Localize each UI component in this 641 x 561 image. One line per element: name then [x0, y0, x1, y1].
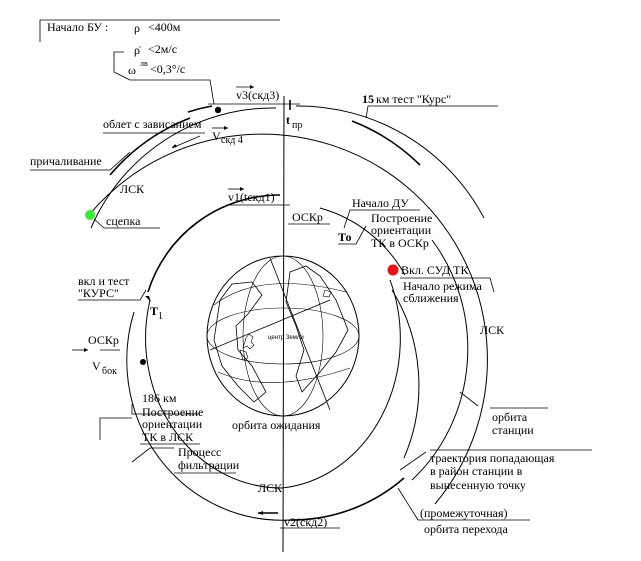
v3-label: v3(скд3) [236, 88, 279, 102]
flyaround-label: облет с зависанием [103, 117, 202, 131]
v2-group: v2(скд2) [258, 511, 340, 529]
start-du-label: Начало ДУ [352, 196, 409, 210]
rho-condition: <400м [148, 20, 181, 34]
build2-line3: ТК в ЛСК [142, 430, 194, 444]
station-orbit-group: орбита станции [459, 391, 548, 437]
station-point-marker [214, 106, 222, 114]
tpr-subscript: пр [292, 120, 302, 131]
sud-group: Вкл. СУД ТК Начало режима сближения [387, 263, 495, 305]
v3-label-group: v3(скд3) [208, 85, 300, 105]
trajectory-line3: вынесенную точку [430, 478, 526, 492]
filter-line2: фильтрации [178, 458, 240, 472]
mooring-label: причаливание [30, 154, 102, 168]
sud-on-label: Вкл. СУД ТК [401, 263, 469, 277]
transfer-orbit-group: (промежуточная) орбита перехода [397, 487, 530, 536]
side-point-marker [140, 359, 146, 365]
vbok-subscript: бок [102, 366, 117, 377]
outer-station-orbit [88, 105, 488, 505]
kurs-group: вкл и тест "КУРС" [78, 274, 147, 301]
docking-point-marker [85, 210, 95, 220]
kurs-line2: "КУРС" [78, 286, 119, 300]
waiting-orbit-label: орбита ожидания [232, 418, 321, 432]
osk-left-label: ОСКр [88, 333, 119, 347]
v1-label: v1(tскд1) [228, 190, 275, 204]
osk-top-label: ОСКр [292, 210, 323, 224]
vskd4-subscript: скд 4 [221, 135, 243, 146]
build1-line2: ориентации [371, 223, 432, 237]
build1-line3: ТК в ОСКр [371, 236, 429, 250]
rho-dot-condition: <2м/с [148, 42, 177, 56]
transfer-orbit [126, 194, 469, 521]
rho-dot-symbol: ρ̇ [134, 43, 141, 57]
lsk-right-label: ЛСК [480, 323, 505, 337]
approach-line1: Начало режима [403, 279, 483, 293]
kurs-line1: вкл и тест [78, 274, 130, 288]
start-bu-label: Начало БУ : [47, 20, 108, 34]
to-label: То [338, 230, 351, 244]
rho-symbol: ρ [134, 21, 140, 35]
waiting-orbit [145, 279, 420, 489]
km15-test-label: км тест "Курс" [376, 92, 451, 106]
trajectory-line1: траектория попадающая [430, 451, 555, 465]
omega-symbol: ω [128, 63, 136, 77]
build2-line1: Построение [142, 405, 203, 419]
filter-line1: Процесс [178, 445, 221, 459]
vskd4-label: V [212, 129, 221, 143]
header-conditions: Начало БУ : ρ <400м ρ̇ <2м/с ω лв <0,3°/… [39, 19, 280, 105]
filter-group: Процесс фильтрации [131, 445, 240, 474]
trajectory-line2: в район станции в [430, 464, 523, 478]
sud-point-marker [387, 264, 399, 276]
docking-group: сцепка [85, 210, 160, 229]
vertical-axis [282, 95, 285, 553]
vbok-label: V [92, 359, 101, 373]
start-du-group: Начало ДУ [343, 196, 420, 229]
omega-condition: <0,3°/с [150, 62, 185, 76]
transfer-orbit-label: орбита перехода [424, 522, 508, 536]
trajectory-group: траектория попадающая в район станции в … [399, 449, 592, 492]
km15-number: 15 [362, 92, 374, 106]
omega-superscript: лв [140, 59, 148, 68]
t1-subscript: 1 [158, 311, 163, 322]
earth-center-label: центр Земли [268, 335, 304, 341]
tpr-label: t [286, 113, 290, 127]
station-orbit-line1: орбита [492, 410, 528, 424]
build2-line2: ориентации [142, 417, 203, 431]
km186-label: 186 км [142, 391, 177, 405]
build1-line1: Построение [371, 211, 432, 225]
station-orbit-line2: станции [492, 423, 534, 437]
mooring-group: причаливание [30, 151, 131, 171]
docking-label: сцепка [106, 214, 141, 228]
intermediate-label: (промежуточная) [420, 506, 507, 520]
lsk-bottom-label: ЛСК [258, 481, 283, 495]
flyaround-group: облет с зависанием [103, 117, 205, 149]
build-lsk-group: 186 км Построение ориентации ТК в ЛСК [99, 391, 203, 445]
approach-line2: сближения [403, 291, 459, 305]
lsk-top-label: ЛСК [120, 182, 145, 196]
t1-label: T [150, 304, 158, 318]
osk-left-group: ОСКр V бок [72, 333, 146, 377]
build-osk-group: Построение ориентации ТК в ОСКр [371, 211, 432, 250]
v2-label: v2(скд2) [284, 515, 327, 529]
